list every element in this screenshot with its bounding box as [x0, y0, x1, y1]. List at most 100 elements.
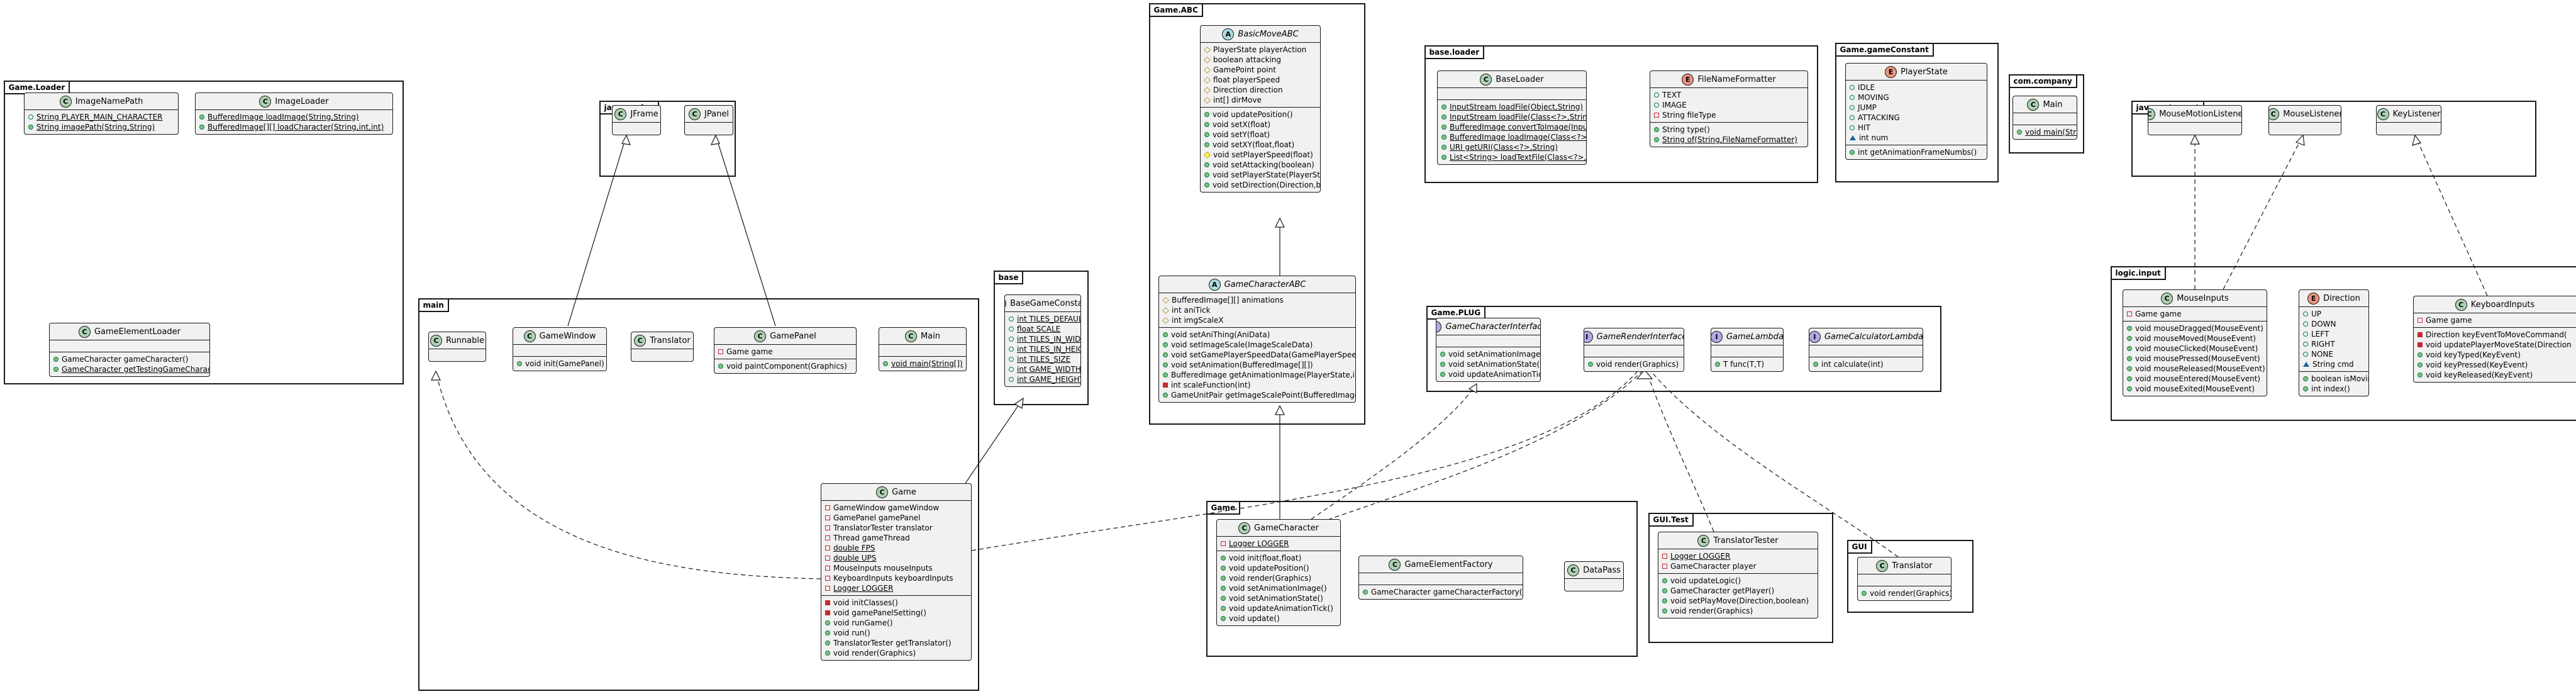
public-method-icon: [1441, 115, 1446, 120]
class-methods: void setAniThing(AniData) void setImageS…: [1159, 328, 1355, 402]
public-method-icon: [2418, 362, 2423, 367]
public-field-icon: [28, 115, 33, 120]
protected-field-icon: [1204, 86, 1211, 94]
class-stereotype-icon: C: [259, 95, 272, 108]
class-fields: [1584, 345, 1684, 357]
class-name: GameElementFactory: [1404, 559, 1493, 569]
edge-gamecharacter-implements-gamerenderinterface: [1320, 371, 1643, 523]
class-member: InputStream loadFile(Object,String): [1441, 102, 1583, 112]
class-members: int calculate(int): [1809, 357, 1923, 371]
private-field-icon: [718, 349, 723, 354]
public-method-icon: [1715, 362, 1720, 367]
private-field-icon: [825, 586, 830, 591]
protected-field-icon: [1162, 296, 1169, 304]
class-field: TEXT: [1654, 90, 1804, 100]
class-member: GameCharacter getTestingGameCharacter(): [53, 364, 209, 374]
class-field: IDLE: [1850, 82, 1983, 92]
class-method: void run(): [825, 628, 967, 638]
class-method: void mouseDragged(MouseEvent): [2127, 323, 2263, 333]
class-basegameconstant[interactable]: CBaseGameConstant int TILES_DEFAULT_SIZE…: [1004, 294, 1081, 387]
public-field-icon: [1850, 125, 1855, 130]
class-member: void init(GamePanel): [517, 359, 604, 369]
package-field-icon: [1850, 135, 1856, 140]
class-stereotype-icon: C: [2269, 108, 2280, 120]
public-method-icon: [2303, 376, 2308, 381]
protected-field-icon: [1162, 316, 1169, 324]
class-gamecharacterinterface[interactable]: IGameCharacterInterface void setAnimatio…: [1436, 318, 1541, 382]
class-field: int[] dirMove: [1204, 95, 1316, 105]
class-header: IGameCharacterInterface: [1436, 318, 1540, 335]
class-member: int TILES_IN_WIDTH: [1009, 334, 1080, 344]
class-name: BaseLoader: [1496, 74, 1544, 84]
class-stereotype-icon: C: [689, 108, 701, 120]
class-method: void updatePosition(): [1204, 109, 1316, 120]
public-field-icon: [1850, 95, 1855, 100]
class-method: void mouseMoved(MouseEvent): [2127, 333, 2263, 344]
class-member: int TILES_DEFAULT_SIZE: [1009, 314, 1080, 324]
public-field-icon: [1654, 103, 1659, 108]
class-stereotype-icon: C: [2161, 292, 2174, 305]
class-mousemotionlistener[interactable]: CMouseMotionListener: [2148, 105, 2242, 135]
class-fields: Logger LOGGER: [1217, 537, 1340, 551]
public-method-icon: [199, 115, 204, 120]
class-method: void setPlayerState(PlayerState): [1204, 170, 1320, 180]
public-method-icon: [1204, 112, 1209, 117]
class-name: KeyboardInputs: [2470, 299, 2535, 310]
package-label: GUI.Test: [1648, 512, 1694, 527]
class-methods: int getAnimationFrameNumbs(): [1846, 145, 1987, 159]
public-method-icon: [1221, 596, 1226, 601]
class-name: ImageNamePath: [75, 96, 143, 106]
class-name: TranslatorTester: [1713, 535, 1779, 546]
class-member: void render(Graphics): [1588, 359, 1680, 369]
class-member: int GAME_HEIGHT: [1009, 374, 1080, 384]
class-name: GameWindow: [539, 331, 596, 341]
protected-field-icon: [1162, 306, 1169, 314]
class-fields: IDLE MOVING JUMP ATTACKING HIT int num: [1846, 81, 1987, 145]
public-method-icon: [1163, 393, 1168, 398]
class-name: Direction: [2323, 293, 2360, 303]
class-members: GameCharacter gameCharacterFactory(): [1359, 585, 1523, 599]
public-method-icon: [1204, 182, 1209, 187]
class-method: void setPlayMove(Direction,boolean): [1662, 596, 1814, 606]
class-fields: [50, 340, 209, 352]
class-members: int TILES_DEFAULT_SIZE float SCALE int T…: [1005, 312, 1080, 386]
public-method-icon: [1662, 608, 1667, 613]
private-field-icon: [1662, 554, 1667, 559]
public-method-icon: [1163, 362, 1168, 367]
class-name: Main: [2043, 99, 2063, 109]
class-methods: void mouseDragged(MouseEvent) void mouse…: [2123, 322, 2267, 396]
public-method-icon: [825, 620, 830, 625]
